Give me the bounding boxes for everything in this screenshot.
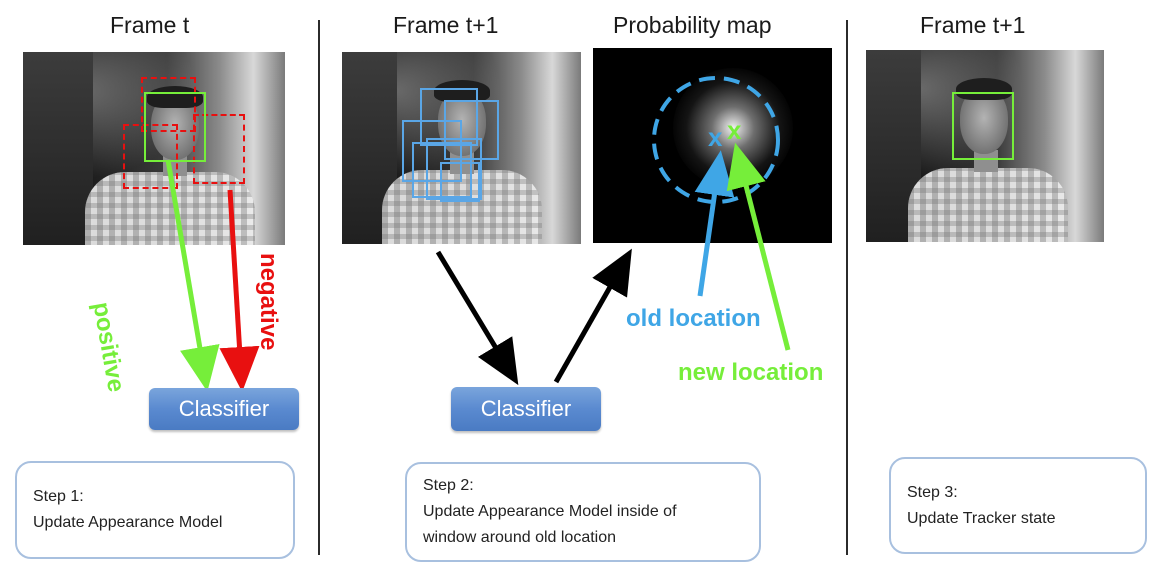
frame-t1-result-image bbox=[866, 50, 1104, 242]
negative-arrow bbox=[219, 189, 260, 392]
step-2-text-line1: Update Appearance Model inside of bbox=[423, 503, 677, 520]
positive-arrow bbox=[165, 159, 220, 392]
frame-to-classifier-arrow bbox=[435, 250, 519, 386]
step-3-box: Step 3: Update Tracker state bbox=[889, 457, 1147, 554]
step-1-text: Update Appearance Model bbox=[33, 514, 223, 531]
frame-t-title: Frame t bbox=[110, 12, 190, 38]
search-window-box bbox=[440, 162, 480, 202]
positive-sample-box bbox=[144, 92, 206, 162]
divider-left bbox=[318, 20, 320, 555]
step-1-heading: Step 1: bbox=[33, 488, 84, 505]
step-2-box: Step 2: Update Appearance Model inside o… bbox=[405, 462, 761, 562]
new-location-arrow bbox=[726, 142, 791, 351]
tracked-location-box bbox=[952, 92, 1014, 160]
old-location-label: old location bbox=[626, 305, 761, 332]
classifier-block: Classifier bbox=[149, 388, 299, 430]
step-3-heading: Step 3: bbox=[907, 483, 958, 501]
frame-t1-result-title: Frame t+1 bbox=[920, 12, 1026, 38]
negative-sample-box bbox=[141, 77, 196, 132]
search-window-box bbox=[412, 142, 472, 198]
frame-t1-title: Frame t+1 bbox=[393, 12, 499, 38]
step-3-text: Update Tracker state bbox=[907, 509, 1056, 527]
negative-sample-box bbox=[193, 114, 245, 184]
new-location-marker: x bbox=[727, 115, 742, 145]
old-location-marker: x bbox=[708, 122, 723, 152]
old-location-arrow bbox=[694, 150, 735, 297]
search-window-box bbox=[426, 138, 482, 200]
classifier-to-map-arrow bbox=[553, 248, 632, 384]
negative-label: negative bbox=[255, 253, 282, 351]
step-2-heading: Step 2: bbox=[423, 477, 474, 494]
frame-t1-image bbox=[342, 52, 581, 244]
probability-map-title: Probability map bbox=[613, 12, 772, 38]
step-1-box: Step 1: Update Appearance Model bbox=[15, 461, 295, 559]
negative-sample-box bbox=[123, 124, 178, 189]
step-2-text-line2: window around old location bbox=[423, 529, 617, 546]
search-window-box bbox=[420, 88, 478, 146]
new-location-label: new location bbox=[678, 359, 824, 386]
classifier-block: Classifier bbox=[451, 387, 601, 431]
search-window-box bbox=[402, 120, 462, 182]
search-radius-circle bbox=[652, 76, 780, 204]
divider-right bbox=[846, 20, 848, 555]
